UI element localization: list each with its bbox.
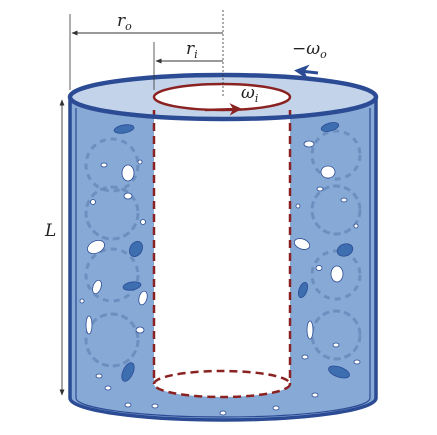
- outer-cylinder-walls: [68, 97, 378, 422]
- r-outer-label: ro: [117, 11, 132, 33]
- inner-cylinder-walls: [152, 110, 292, 399]
- omega-inner-label: ωi: [241, 83, 258, 105]
- omega-inner-arrow: [204, 102, 242, 116]
- outer-cylinder-inner-edges: [75, 108, 371, 418]
- taylor-vortices-right: [310, 129, 362, 361]
- r-inner-label: ri: [186, 39, 198, 61]
- inner-cylinder-body: [154, 97, 290, 397]
- taylor-vortices-left: [84, 137, 140, 368]
- top-annulus-surface: [70, 75, 376, 119]
- omega-outer-label: −ωo: [292, 39, 327, 61]
- particles: [79, 122, 361, 416]
- omega-outer-arrow: [294, 64, 319, 80]
- length-label: L: [44, 221, 56, 241]
